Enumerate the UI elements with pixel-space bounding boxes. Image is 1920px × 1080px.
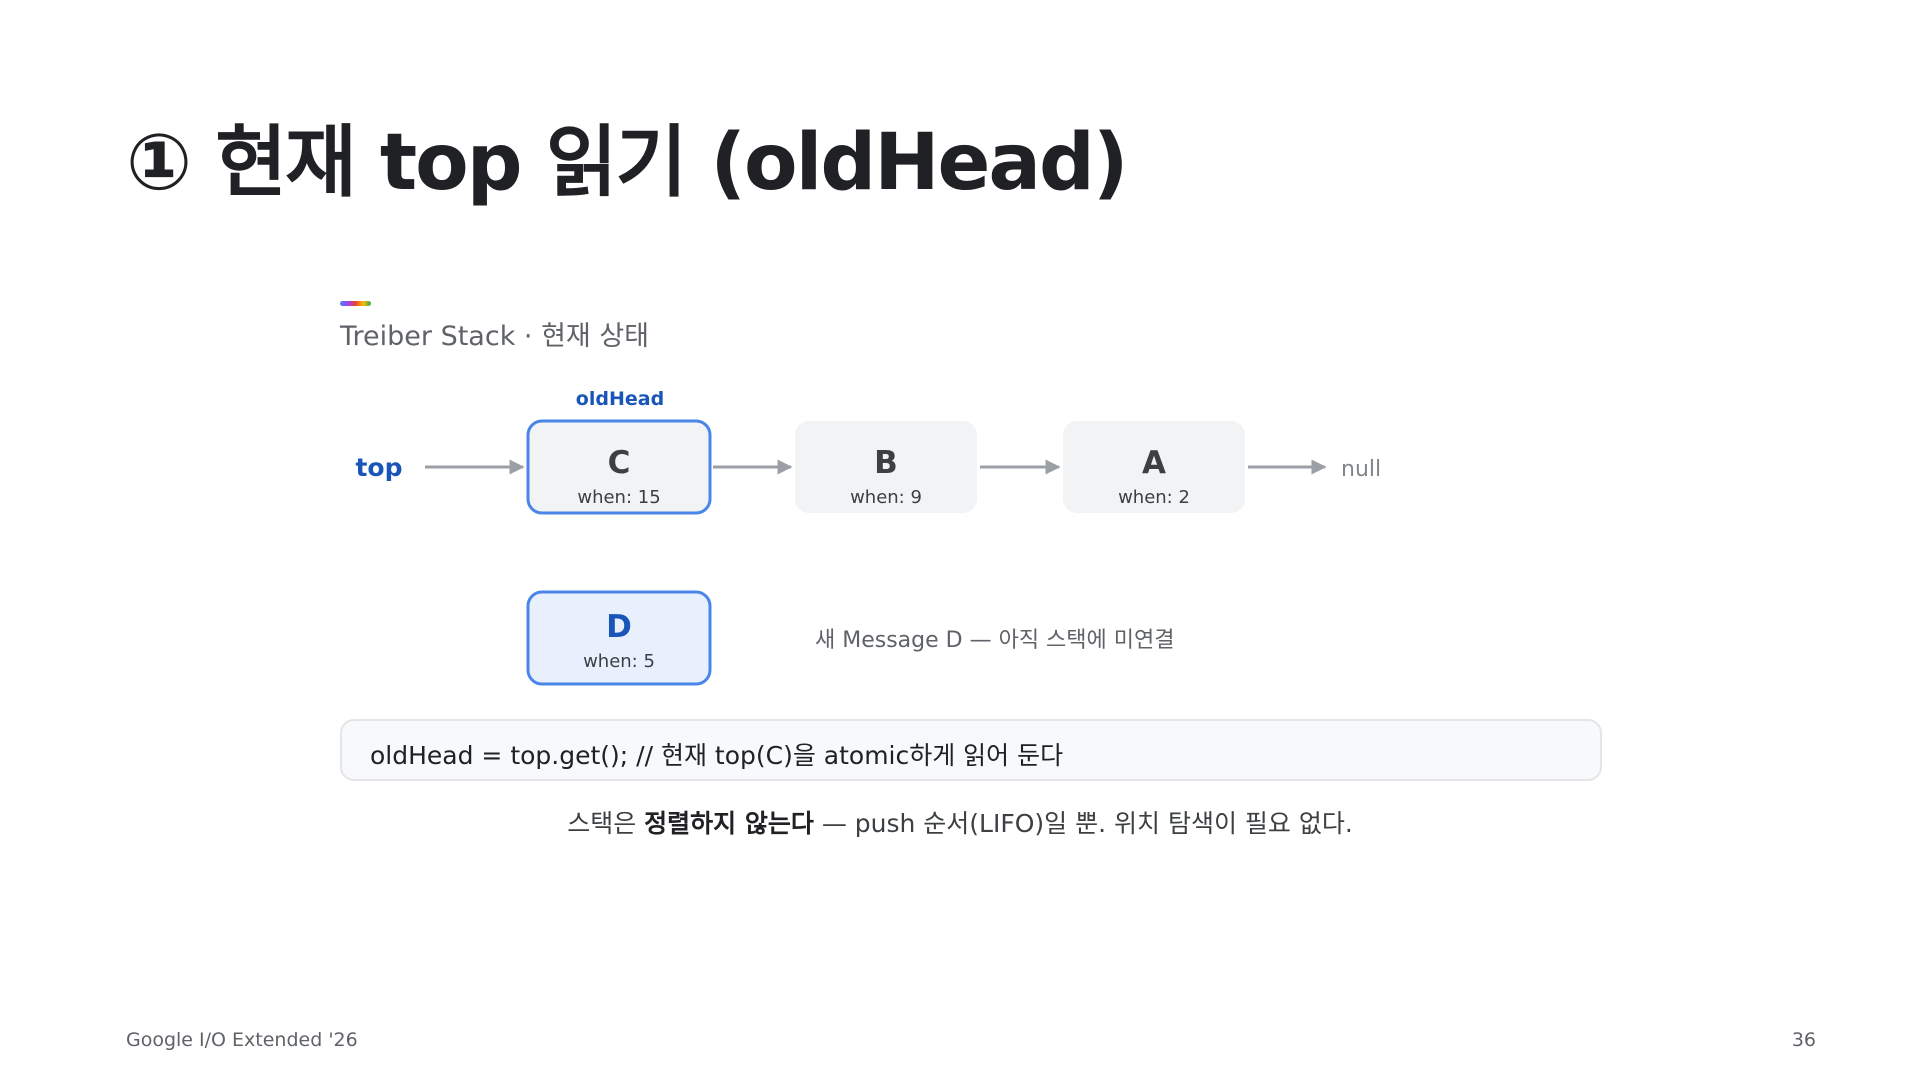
explanation-note: 스택은 정렬하지 않는다 — push 순서(LIFO)일 뿐. 위치 탐색이 … xyxy=(0,804,1920,840)
node-d-letter: D xyxy=(606,609,632,645)
code-line: oldHead = top.get(); // 현재 top(C)을 atomi… xyxy=(370,741,1064,770)
old-head-label: oldHead xyxy=(576,388,664,410)
diagram-caption: Treiber Stack · 현재 상태 xyxy=(340,321,650,352)
note-suffix: — push 순서(LIFO)일 뿐. 위치 탐색이 필요 없다. xyxy=(813,809,1353,838)
caption-accent-bar xyxy=(340,301,371,306)
node-b xyxy=(795,421,977,513)
note-prefix: 스택은 xyxy=(567,809,645,838)
node-a xyxy=(1063,421,1245,513)
slide-title: ① 현재 top 읽기 (oldHead) xyxy=(126,118,1129,208)
node-c xyxy=(526,419,712,515)
null-label: null xyxy=(1341,457,1381,482)
node-c-when: when: 15 xyxy=(577,487,660,508)
top-pointer-label: top xyxy=(355,453,402,482)
node-a-when: when: 2 xyxy=(1118,487,1190,508)
node-d-when: when: 5 xyxy=(583,651,655,672)
footer-event-name: Google I/O Extended '26 xyxy=(126,1029,358,1051)
node-b-letter: B xyxy=(874,445,898,481)
node-a-letter: A xyxy=(1142,445,1166,481)
note-emphasis: 정렬하지 않는다 xyxy=(644,809,814,838)
code-snippet-box: oldHead = top.get(); // 현재 top(C)을 atomi… xyxy=(340,719,1602,781)
node-c-letter: C xyxy=(608,445,631,481)
node-b-when: when: 9 xyxy=(850,487,922,508)
new-node-note: 새 Message D — 아직 스택에 미연결 xyxy=(815,628,1174,653)
node-d xyxy=(526,590,712,686)
page-number: 36 xyxy=(1791,1029,1816,1051)
